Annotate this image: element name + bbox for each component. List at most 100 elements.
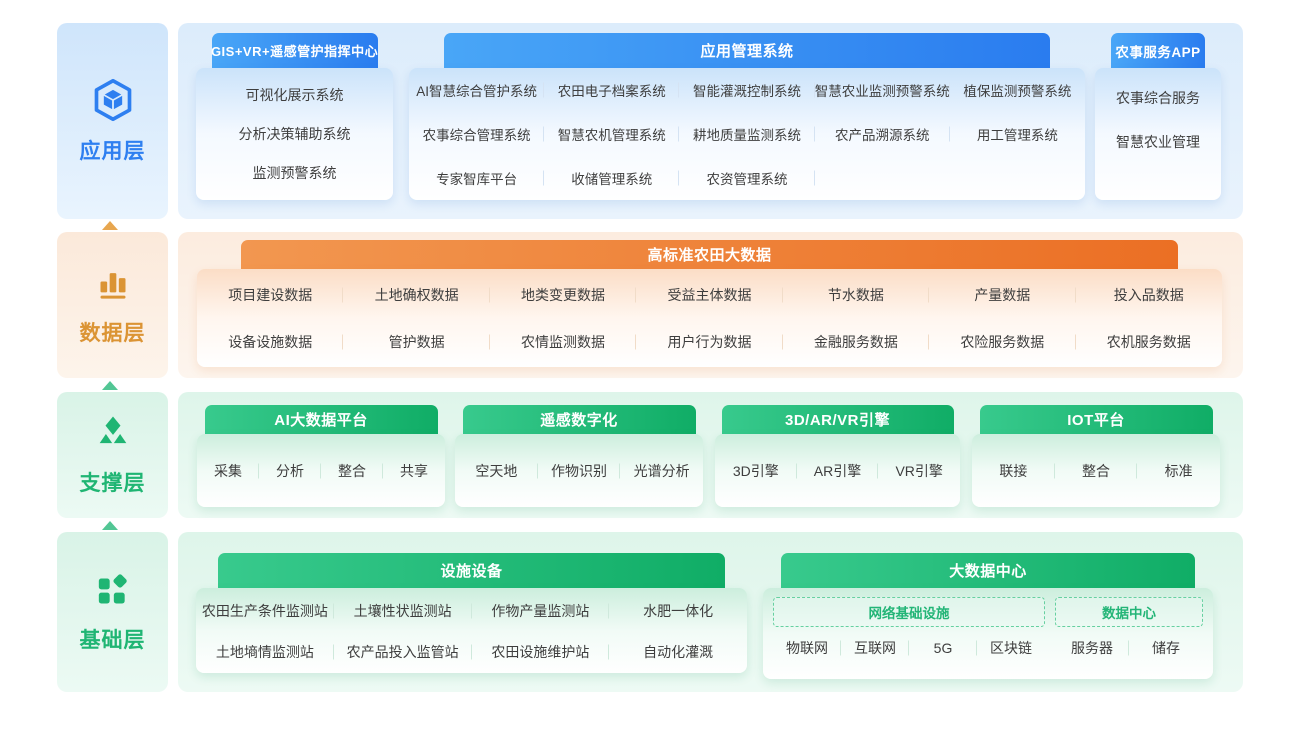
group-card: 采集 分析 整合 共享: [197, 434, 445, 507]
data-item: 地类变更数据: [490, 285, 636, 305]
item-row: 服务器 储存: [1055, 627, 1203, 669]
group-card: 联接 整合 标准: [972, 434, 1220, 507]
data-item: 用户行为数据: [636, 332, 782, 352]
layer-label-text: 支撑层: [79, 471, 146, 495]
system-item: 植保监测预警系统: [963, 84, 1072, 99]
group-gis-command-center: GIS+VR+遥感管护指挥中心 可视化展示系统 分析决策辅助系统 监测预警系统: [196, 33, 393, 200]
station-item: 农产品投入监管站: [334, 642, 472, 662]
item-row: 物联网 互联网 5G 区块链: [773, 627, 1045, 669]
station-item: 土壤性状监测站: [334, 601, 472, 621]
group-3d-ar-vr-engine: 3D/AR/VR引擎 3D引擎 AR引擎 VR引擎: [715, 405, 960, 507]
group-card: 农事综合服务 智慧农业管理: [1095, 68, 1221, 200]
capability-item: 共享: [400, 462, 428, 479]
layer-label-text: 应用层: [79, 139, 146, 163]
up-arrow-icon: [102, 521, 118, 530]
data-item: 农机服务数据: [1106, 333, 1191, 350]
cube-hexagon-icon: [94, 78, 131, 121]
network-infrastructure-column: 网络基础设施 物联网 互联网 5G 区块链: [773, 597, 1045, 669]
bar-chart-icon: [100, 272, 125, 299]
data-item: 农情监测数据: [490, 332, 636, 352]
up-arrow-icon: [102, 381, 118, 390]
data-item: 受益主体数据: [636, 285, 782, 305]
group-header: 应用管理系统: [444, 33, 1050, 68]
infra-item: 互联网: [841, 638, 909, 658]
infra-item: 储存: [1152, 640, 1180, 656]
big-data-columns: 网络基础设施 物联网 互联网 5G 区块链 数据中心 服务器: [773, 597, 1203, 669]
group-application-management: 应用管理系统 AI智慧综合管护系统 农田电子档案系统 智能灌溉控制系统 智慧农业…: [409, 33, 1085, 200]
system-item: 农资管理系统: [679, 168, 814, 188]
group-header: 3D/AR/VR引擎: [721, 405, 954, 434]
station-item: 农田设施维护站: [472, 642, 610, 662]
group-farmland-big-data: 高标准农田大数据 项目建设数据 土地确权数据 地类变更数据 受益主体数据 节水数…: [197, 240, 1222, 367]
system-item: 农田电子档案系统: [544, 80, 679, 100]
layer-label-text: 基础层: [79, 628, 146, 652]
base-layer-panel: 设施设备 农田生产条件监测站 土壤性状监测站 作物产量监测站 水肥一体化 土地墒…: [178, 532, 1243, 692]
layer-label-support: 支撑层: [57, 392, 168, 518]
item-row: 土地墒情监测站 农产品投入监管站 农田设施维护站 自动化灌溉: [196, 631, 747, 672]
item-row: 专家智库平台 收储管理系统 农资管理系统: [409, 156, 1085, 200]
group-ai-bigdata-platform: AI大数据平台 采集 分析 整合 共享: [197, 405, 445, 507]
layer-label-base: 基础层: [57, 532, 168, 692]
group-big-data-center: 大数据中心 网络基础设施 物联网 互联网 5G 区块链: [763, 553, 1213, 679]
layer-label-data: 数据层: [57, 232, 168, 378]
group-header: 遥感数字化: [462, 405, 696, 434]
data-item: 农险服务数据: [929, 332, 1075, 352]
group-header: AI大数据平台: [204, 405, 438, 434]
layer-label-application: 应用层: [57, 23, 168, 219]
data-item: 管护数据: [343, 332, 489, 352]
data-center-column: 数据中心 服务器 储存: [1055, 597, 1203, 669]
capability-item: 分析: [259, 461, 321, 481]
group-header: IOT平台: [979, 405, 1213, 434]
group-card: 可视化展示系统 分析决策辅助系统 监测预警系统: [196, 68, 393, 200]
group-farming-service-app: 农事服务APP 农事综合服务 智慧农业管理: [1095, 33, 1221, 200]
system-item: 智能灌溉控制系统: [679, 80, 814, 100]
capability-item: 光谱分析: [633, 462, 690, 479]
infra-item: 区块链: [990, 640, 1032, 656]
group-header: 农事服务APP: [1111, 33, 1205, 68]
item-row: 采集 分析 整合 共享: [197, 434, 445, 507]
data-item: 金融服务数据: [783, 332, 929, 352]
infra-item: 5G: [909, 640, 977, 656]
layer-label-text: 数据层: [79, 321, 146, 345]
capability-item: 联接: [972, 461, 1055, 481]
application-layer-row: 应用层 GIS+VR+遥感管护指挥中心 可视化展示系统 分析决策辅助系统 监测预…: [57, 23, 1243, 219]
system-item: 用工管理系统: [976, 128, 1058, 143]
system-item: 可视化展示系统: [245, 87, 344, 104]
data-layer-row: 数据层 高标准农田大数据 项目建设数据 土地确权数据 地类变更数据 受益主体数据…: [57, 232, 1243, 378]
item-row: 联接 整合 标准: [972, 434, 1220, 507]
sub-header-network: 网络基础设施: [773, 597, 1045, 627]
item-row: AI智慧综合管护系统 农田电子档案系统 智能灌溉控制系统 智慧农业监测预警系统 …: [409, 68, 1085, 112]
item-row: 空天地 作物识别 光谱分析: [455, 434, 703, 507]
base-layer-row: 基础层 设施设备 农田生产条件监测站 土壤性状监测站 作物产量监测站 水肥一体化…: [57, 532, 1243, 692]
system-item: 农事综合管理系统: [409, 124, 544, 144]
system-item: 农事综合服务: [1116, 90, 1200, 106]
system-item: 智慧农机管理系统: [544, 124, 679, 144]
item-row: 农田生产条件监测站 土壤性状监测站 作物产量监测站 水肥一体化: [196, 590, 747, 631]
group-card: 3D引擎 AR引擎 VR引擎: [715, 434, 960, 507]
item-row: 设备设施数据 管护数据 农情监测数据 用户行为数据 金融服务数据 农险服务数据 …: [197, 318, 1222, 365]
data-layer-panel: 高标准农田大数据 项目建设数据 土地确权数据 地类变更数据 受益主体数据 节水数…: [178, 232, 1243, 378]
group-card: 网络基础设施 物联网 互联网 5G 区块链 数据中心 服务器: [763, 588, 1213, 679]
infra-item: 物联网: [773, 638, 841, 658]
triangles-icon: [99, 416, 126, 443]
system-item: 智慧农业管理: [1116, 134, 1200, 150]
item-row: 3D引擎 AR引擎 VR引擎: [715, 434, 960, 507]
system-item: 耕地质量监测系统: [679, 124, 814, 144]
squares-icon: [98, 573, 127, 603]
system-item: 收储管理系统: [544, 168, 679, 188]
station-item: 水肥一体化: [643, 602, 714, 619]
capability-item: AR引擎: [797, 461, 879, 481]
capability-item: 采集: [197, 461, 259, 481]
data-item: 土地确权数据: [343, 285, 489, 305]
system-item: 智慧农业监测预警系统: [815, 80, 950, 100]
capability-item: 整合: [321, 461, 383, 481]
group-header: GIS+VR+遥感管护指挥中心: [211, 33, 378, 68]
data-item: 产量数据: [929, 285, 1075, 305]
group-header: 高标准农田大数据: [241, 240, 1178, 269]
group-card: 项目建设数据 土地确权数据 地类变更数据 受益主体数据 节水数据 产量数据 投入…: [197, 269, 1222, 367]
data-item: 投入品数据: [1113, 286, 1184, 303]
support-layer-panel: AI大数据平台 采集 分析 整合 共享 遥感数字化 空天地 作物识别: [178, 392, 1243, 518]
capability-item: 作物识别: [538, 461, 621, 481]
system-item: 专家智库平台: [409, 168, 544, 188]
